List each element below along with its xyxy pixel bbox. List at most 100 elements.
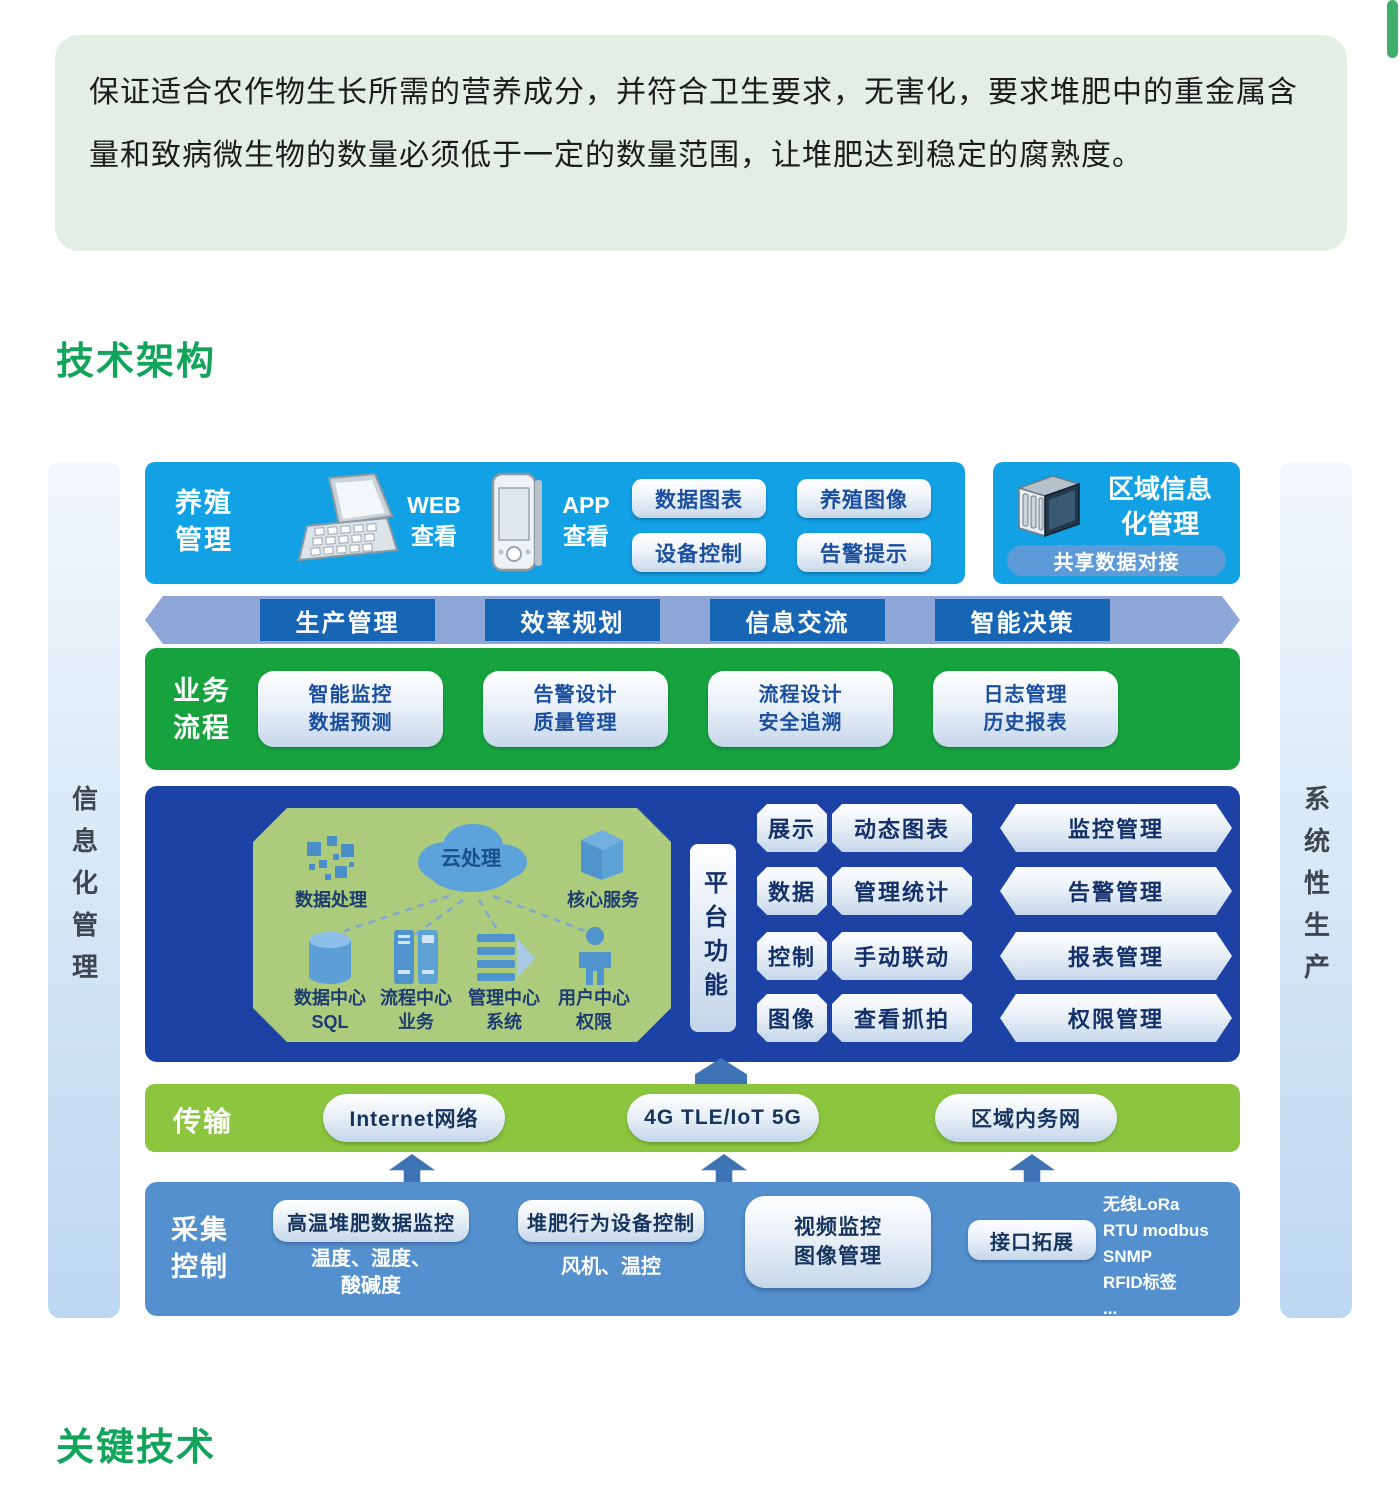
- shared-data-pill: 共享数据对接: [1007, 545, 1226, 576]
- biz0-line2: 数据预测: [308, 712, 393, 734]
- center1-line2: 业务: [398, 1012, 434, 1032]
- protocol-more: ...: [1103, 1299, 1118, 1318]
- management-center-label: 管理中心 系统: [451, 986, 557, 1034]
- data-center-label: 数据中心 SQL: [275, 986, 385, 1034]
- section-title-architecture: 技术架构: [56, 341, 217, 383]
- cloud-platform-panel: 数据处理 云处理: [253, 808, 671, 1042]
- pair-data-value: 管理统计: [832, 867, 972, 915]
- protocol-lora: 无线LoRa: [1103, 1195, 1180, 1214]
- process-center-label: 流程中心 业务: [363, 986, 469, 1034]
- protocol-rtu-modbus: RTU modbus: [1103, 1221, 1209, 1240]
- collection-label-line2: 控制: [171, 1252, 229, 1282]
- sub2-line1: 风机、温控: [561, 1256, 661, 1278]
- breeding-label-line1: 养殖: [175, 488, 233, 518]
- biz-box-process-traceability: 流程设计 安全追溯: [708, 671, 893, 747]
- module-monitoring-management: 监控管理: [1000, 804, 1232, 852]
- core-service-label: 核心服务: [545, 888, 661, 912]
- breeding-management-row: 养殖 管理 WEB: [145, 462, 965, 584]
- center1-line1: 流程中心: [380, 988, 452, 1008]
- side-bar-systematic-production: 系统性生产: [1280, 462, 1352, 1318]
- database-icon: [303, 930, 357, 991]
- cellular-iot-node: 4G TLE/IoT 5G: [627, 1094, 819, 1142]
- biz-box-monitoring-prediction: 智能监控 数据预测: [258, 671, 443, 747]
- data-processing-label: 数据处理: [273, 888, 389, 912]
- side-bar-left-label: 信息化管理: [68, 785, 99, 995]
- regional-intranet-node: 区域内务网: [935, 1094, 1117, 1142]
- data-processing-icon: [305, 832, 357, 889]
- intro-note-text: 保证适合农作物生长所需的营养成分，并符合卫生要求，无害化，要求堆肥中的重金属含量…: [89, 76, 1298, 172]
- interface-expansion-box: 接口拓展: [968, 1220, 1096, 1260]
- collection-control-row: 采集 控制 高温堆肥数据监控 温度、湿度、 酸碱度 堆肥行为设备控制 风机、温控…: [145, 1182, 1240, 1318]
- module-permission-management: 权限管理: [1000, 994, 1232, 1042]
- platform-row: 数据处理 云处理: [145, 786, 1240, 1062]
- dashed-connectors: [253, 808, 671, 1042]
- band-intelligent-decision: 智能决策: [935, 599, 1110, 641]
- band-production-management: 生产管理: [260, 599, 435, 641]
- business-flow-row: 业务 流程 智能监控 数据预测 告警设计 质量管理 流程设计 安全追溯 日志管理: [145, 648, 1240, 770]
- core-service-text: 核心服务: [567, 890, 639, 910]
- band-efficiency-planning: 效率规划: [485, 599, 660, 641]
- module-report-management: 报表管理: [1000, 932, 1232, 980]
- intro-note: 保证适合农作物生长所需的营养成分，并符合卫生要求，无害化，要求堆肥中的重金属含量…: [55, 35, 1347, 251]
- alarm-alert-button: 告警提示: [797, 533, 931, 572]
- pair-display-key: 展示: [757, 804, 827, 852]
- sub1-line1: 温度、湿度、: [311, 1248, 431, 1270]
- transport-label: 传输: [173, 1106, 234, 1137]
- web-line1: WEB: [407, 492, 461, 518]
- compost-device-control-sub: 风机、温控: [518, 1254, 704, 1281]
- diagram-content: 养殖 管理 WEB: [145, 460, 1240, 1322]
- section-title-key-technology: 关键技术: [56, 1427, 217, 1469]
- compost-data-monitoring-box: 高温堆肥数据监控: [273, 1200, 469, 1242]
- transport-row: 传输 Internet网络 4G TLE/IoT 5G 区域内务网: [145, 1084, 1240, 1152]
- pair-data-key: 数据: [757, 867, 827, 915]
- breeding-image-button: 养殖图像: [797, 479, 931, 518]
- biz-box-log-report: 日志管理 历史报表: [933, 671, 1118, 747]
- biz-box-alarm-quality: 告警设计 质量管理: [483, 671, 668, 747]
- up-arrow-cellular: [701, 1154, 747, 1182]
- sub1-line2: 酸碱度: [341, 1275, 401, 1297]
- user-center-label: 用户中心 权限: [541, 986, 647, 1034]
- platform-function-text: 平台功能: [699, 870, 727, 1006]
- pair-control-value: 手动联动: [832, 932, 972, 980]
- data-processing-text: 数据处理: [295, 890, 367, 910]
- function-band: 生产管理 效率规划 信息交流 智能决策: [145, 596, 1240, 644]
- pair-display-value: 动态图表: [832, 804, 972, 852]
- biz2-line1: 流程设计: [758, 684, 843, 706]
- pair-image-value: 查看抓拍: [832, 994, 972, 1042]
- collection-label: 采集 控制: [171, 1212, 229, 1286]
- phone-icon: [483, 470, 547, 576]
- biz3-line1: 日志管理: [983, 684, 1068, 706]
- pair-image-key: 图像: [757, 994, 827, 1042]
- server-icon: [1005, 470, 1085, 544]
- platform-function-label: 平台功能: [690, 844, 736, 1032]
- cloud-processing-label: 云处理: [441, 848, 501, 870]
- cloud-processing-icon: 云处理: [401, 814, 541, 898]
- center2-line2: 系统: [486, 1012, 522, 1032]
- list-arrow-icon: [475, 930, 537, 991]
- compost-device-control-box: 堆肥行为设备控制: [518, 1200, 704, 1242]
- video-line2: 图像管理: [794, 1245, 882, 1268]
- up-arrow-intranet: [1009, 1154, 1055, 1182]
- side-bar-right-label: 系统性生产: [1300, 785, 1331, 995]
- center3-line2: 权限: [576, 1012, 612, 1032]
- user-icon: [575, 926, 615, 991]
- breeding-management-label: 养殖 管理: [175, 485, 233, 559]
- breeding-label-line2: 管理: [175, 525, 233, 555]
- architecture-diagram: 信息化管理 系统性生产 养殖 管理: [48, 460, 1352, 1322]
- data-chart-button: 数据图表: [632, 479, 766, 518]
- business-flow-label: 业务 流程: [173, 673, 231, 747]
- collection-label-line1: 采集: [171, 1215, 229, 1245]
- pair-control-key: 控制: [757, 932, 827, 980]
- scrollbar-thumb[interactable]: [1387, 0, 1398, 58]
- device-control-button: 设备控制: [632, 533, 766, 572]
- biz0-line1: 智能监控: [308, 684, 393, 706]
- business-label-line1: 业务: [173, 676, 231, 706]
- protocol-rfid: RFID标签: [1103, 1273, 1177, 1292]
- biz1-line2: 质量管理: [533, 712, 618, 734]
- server-rack-icon: [391, 928, 441, 991]
- regional-information-box: 区域信息 化管理 共享数据对接: [993, 462, 1240, 584]
- app-view-label: APP 查看: [549, 490, 623, 552]
- regional-title-line1: 区域信息: [1107, 474, 1212, 504]
- biz2-line2: 安全追溯: [758, 712, 843, 734]
